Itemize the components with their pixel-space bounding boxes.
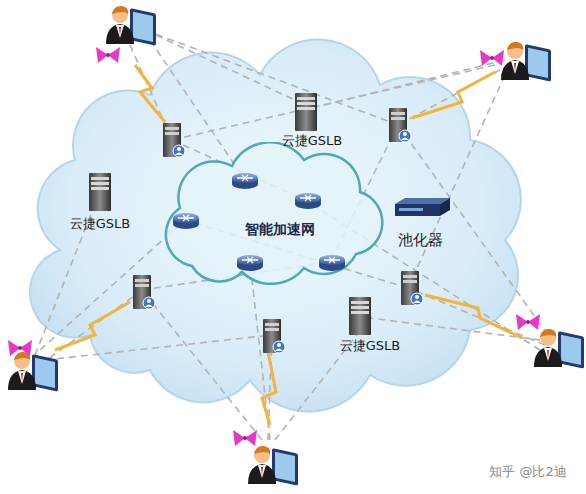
dashed-links-part — [408, 75, 505, 288]
dashed-links-part — [145, 30, 398, 125]
lightning-links-part — [55, 302, 130, 350]
lightning-links — [55, 65, 522, 425]
lightning-links-part — [425, 295, 522, 338]
cloud-outline — [152, 142, 397, 292]
edge-server — [401, 271, 423, 305]
pooler-device-part — [440, 198, 450, 216]
dashed-links-part — [275, 318, 370, 440]
user — [534, 329, 584, 369]
wireless — [8, 340, 32, 356]
pooler-device-part — [395, 204, 440, 216]
pooler-device-part — [399, 208, 423, 211]
user — [106, 6, 156, 46]
wireless — [480, 50, 504, 66]
watermark: 知乎 @比2迪 — [489, 463, 566, 481]
router — [319, 255, 345, 271]
device-label: 云捷GSLB — [282, 132, 343, 150]
router — [232, 173, 258, 189]
user — [8, 352, 58, 392]
dashed-links-part — [150, 40, 245, 180]
edge-server — [389, 108, 411, 142]
dashed-links-part — [40, 220, 185, 350]
outer-cloud — [30, 39, 521, 411]
lightning-links-part — [135, 65, 165, 122]
user — [248, 446, 298, 486]
lightning-links-part — [262, 352, 276, 425]
edge-server — [163, 123, 185, 157]
dashed-links-part — [398, 70, 500, 125]
dashed-links-part — [142, 290, 262, 440]
device-label: 云捷GSLB — [340, 337, 401, 355]
device-label: 云捷GSLB — [70, 215, 131, 233]
cloud-shape — [166, 142, 382, 283]
gslb-server — [89, 173, 111, 211]
router — [173, 213, 199, 229]
lightning-links-part — [412, 72, 495, 118]
dashed-links-part — [408, 288, 545, 345]
dashed-links-part — [145, 30, 312, 108]
dashed-links — [35, 30, 548, 440]
network-label: 智能加速网 — [245, 221, 315, 239]
dashed-links-part — [40, 290, 142, 365]
router — [295, 193, 321, 209]
wireless — [96, 47, 120, 63]
router — [237, 255, 263, 271]
user — [501, 42, 551, 82]
edge-server — [263, 319, 285, 353]
dashed-links-part — [398, 125, 548, 335]
edge-server — [133, 275, 155, 309]
gslb-server — [295, 93, 317, 131]
dashed-links-part — [45, 335, 272, 360]
pooler-device — [395, 198, 450, 216]
wireless — [516, 314, 540, 330]
dashed-links-part — [172, 65, 495, 140]
device-label: 池化器 — [398, 231, 443, 250]
dashed-links-part — [370, 318, 540, 340]
wireless — [233, 430, 257, 446]
gslb-server — [349, 297, 371, 335]
network-cloud: 智能加速网 — [152, 142, 397, 292]
